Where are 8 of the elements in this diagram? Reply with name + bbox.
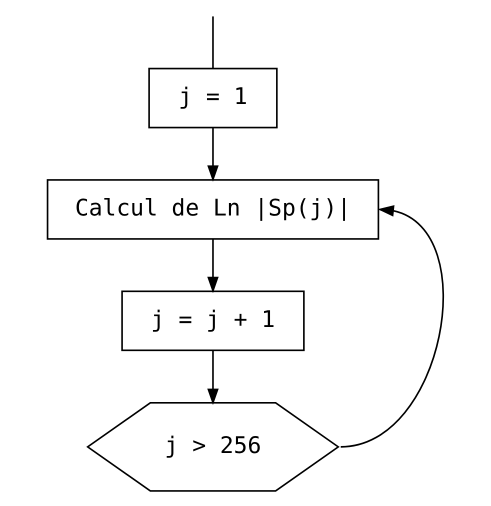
- node-box: j = 1: [148, 68, 278, 128]
- arrow: [207, 240, 219, 294]
- arrow: [207, 128, 219, 182]
- arrow: [207, 350, 219, 406]
- arrow: [340, 205, 444, 448]
- node-box: j = j + 1: [121, 290, 305, 352]
- connector: [212, 16, 214, 68]
- node-box: Calcul de Ln |Sp(j)|: [46, 179, 380, 240]
